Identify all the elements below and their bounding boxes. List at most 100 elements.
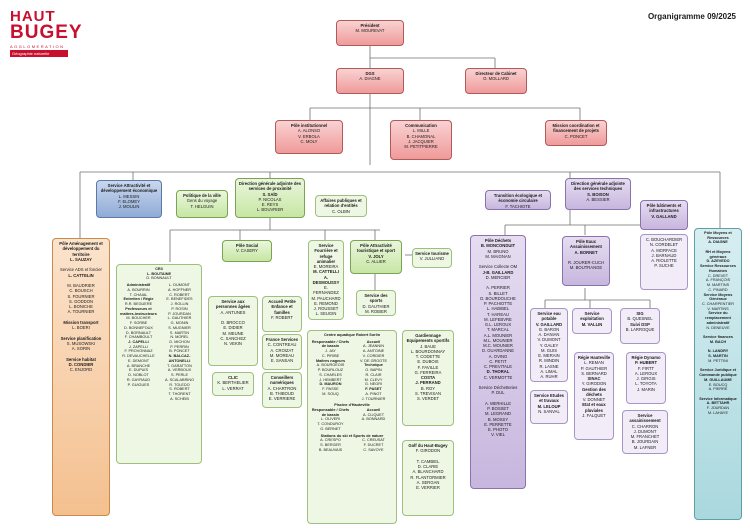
france-services-member: M. MOREAU	[269, 352, 295, 358]
rh-member: A. FRANÇOIS	[705, 278, 731, 283]
eau-potable-member: R. MINDIN	[538, 358, 560, 364]
dechetteries-member: B. MOSSY	[487, 416, 509, 422]
piscine-staff: A. BONNARD	[361, 417, 386, 422]
stations-title: Stations du ski et Sports de nature	[320, 433, 384, 438]
aqua-staff: J. JAY	[325, 349, 336, 354]
pole-dechets-box: Pôle Déchets B. MONCONDUIT M. BRUNO M. M…	[470, 235, 526, 489]
sports-member: D. GAUTHIER	[362, 303, 390, 309]
remplacement-member: N. DENEUVE	[706, 325, 730, 330]
gardiennage-member: F. FAVILLE	[417, 364, 439, 370]
cr3-staff: S. MUGNIER	[168, 325, 191, 330]
aqua-col1-title: Responsable / Chefs de bassin	[311, 339, 350, 349]
gardiennage-member: L. BOURDONNAY	[410, 348, 446, 354]
pole-social-name: V. CASERY	[236, 248, 258, 254]
juridique-member: A. PIERRE	[708, 387, 728, 392]
communication-member: J. JACQUIER	[408, 138, 434, 144]
gestion-title: Gestion des déchets	[582, 386, 606, 397]
exploitation-title: Service exploitation	[580, 311, 604, 322]
gestion-member: V. DONNET	[582, 397, 606, 402]
fourriere-member: M. CATTELLI	[313, 269, 339, 275]
personnes-agees-member: A. ANTUNES	[220, 309, 246, 315]
etudes-member: N. SANVAL	[538, 408, 560, 414]
sig-member: B. QUESNEL	[627, 316, 653, 322]
amenagement-sub2-member: L. BOERI	[72, 325, 90, 330]
communication-member: M. PETITPIERRE	[404, 144, 438, 149]
amenagement-sub3-member: A. SORIN	[71, 346, 91, 351]
cr3-staff: E. BENEFIDES	[166, 297, 193, 302]
personnes-agees-title: Service aux personnes âgées	[215, 299, 251, 310]
stations-staff: C. CREUSAT	[362, 438, 385, 443]
logo-sub2: Géographie naturelle	[10, 50, 68, 57]
collecte-member: T. MARCAL	[487, 327, 509, 333]
cr3-prof: J. CAPELLI	[128, 340, 149, 345]
eaux-pluviales-title: Etat et eaux pluviales	[582, 402, 606, 413]
pole-batiments-members: C. BOUCHARDIER N. CORDELET A. MORFACE J.…	[640, 234, 688, 290]
personnes-agees-member: D. BROCCO	[221, 320, 245, 325]
piscine-col6-title: Accueil	[366, 408, 381, 413]
dechetteries-member: E. PHOTO	[488, 427, 508, 432]
personnes-agees-box: Service aux personnes âgées A. ANTUNES D…	[208, 296, 258, 366]
france-services-title: France Services	[265, 337, 299, 342]
cr3-staff: L. GAUTHIER	[167, 316, 192, 321]
aqua-staff: A. PINOT	[365, 391, 382, 396]
pole-eau-box: Pôle Eaux Assainissement A. BORNET R. JO…	[562, 236, 610, 286]
aqua-staff: M. SOUQ	[322, 391, 339, 396]
affaires-publiques-box: Affaires publiques et relation d'entités…	[315, 195, 367, 217]
aqua-staff: A. ANTOINE	[362, 349, 385, 354]
regie-member: L. REMAN	[584, 360, 604, 366]
cr3-member: D. BONNAULT	[146, 276, 172, 281]
cabinet-box: Directeur de Cabinet O. MOLLARD	[465, 68, 527, 94]
pole-inst-title: Pôle institutionnel	[290, 123, 328, 128]
aqua-staff: G. NEGRI	[364, 382, 383, 387]
gardiennage-member: E. DUBOIS	[417, 359, 439, 365]
cr3-staff: S. PERLE	[170, 373, 189, 378]
transition-member: F. TACHIOTE	[505, 203, 531, 209]
centre-aquatique-box: Centre aquatique Robert Sorlin Responsab…	[307, 330, 397, 524]
france-services-member: A. CROIZAT	[270, 347, 294, 353]
president-box: Président M. MOUREVAT	[336, 20, 404, 46]
transition-ecologique-box: Transition écologique et économie circul…	[485, 190, 551, 210]
stations-staff: S. BERGER	[320, 443, 341, 448]
moyens-title: Pôle Moyens et Ressources	[704, 231, 732, 240]
aqua-staff: V. CORDIER	[362, 353, 385, 358]
cr3-staff: A. HOFFNER	[168, 287, 191, 292]
gardiennage-title: Gardiennage Equipements sportifs	[406, 333, 450, 344]
dga-proximite-member: L. BOUVRIER	[256, 207, 284, 213]
collecte-member: M. LEFEBVRE	[484, 316, 512, 322]
communication-name: L. MILLE	[412, 128, 430, 134]
eau-potable-member: A. LIMAL	[540, 368, 558, 374]
amenagement-name: L. SAUZAY	[70, 256, 92, 262]
cr3-staff: A. SCALABRINO	[164, 377, 195, 382]
etudes-travaux-box: Service Etudes et travaux M. LELOUP N. S…	[530, 390, 568, 424]
sinac-title: SINAC	[587, 376, 601, 381]
clic-member: K. BERTHELIER	[217, 380, 249, 386]
regie-dynamo-box: Régie Dynamo P. HUBERT F. FIRTT A. LEROU…	[626, 352, 666, 404]
cr3-prof: F. PROVONNAZ	[124, 349, 153, 354]
conseillers-box: Conseillers numériques A. CHARTRON B. TH…	[262, 372, 302, 408]
cr3-staff: P. ROSIN	[171, 306, 188, 311]
collecte-member: A.L. MOUNIER	[483, 332, 513, 338]
conseillers-member: B. THIBOUD	[270, 390, 294, 396]
dynamo-member: F. FIRTT	[637, 365, 655, 371]
dgs-title: DGS	[365, 71, 375, 76]
assainissement-member: J. DUMONT	[633, 428, 657, 434]
sinac-member: Y. GIRODON	[581, 381, 607, 387]
cr3-staff: G. MONIN	[170, 321, 189, 326]
politique-ville-box: Politique de la ville Gens du voyage T. …	[176, 190, 228, 218]
cr3-staff: N. BALCAZ-ANTONELLI	[168, 354, 191, 363]
gardiennage-member: COSTA	[420, 375, 436, 380]
cr3-prof: E. DUPUIS	[129, 368, 148, 373]
pole-institutionnel-box: Pôle institutionnel A. ALONSO V. ERBOLA …	[275, 120, 343, 154]
amenagement-sub1-name: L. CATTELIN	[68, 272, 94, 278]
pole-eau-member: M. BOUTRANGE	[569, 265, 603, 271]
assainissement-box: Service assainissement C. CHARRON J. DUM…	[622, 410, 668, 454]
amenagement-member: S. FOURNIER	[67, 293, 95, 299]
cr3-staff: A. SCHEIB	[170, 396, 189, 401]
rh-member: M. MARTINS	[706, 283, 730, 288]
conseillers-member: A. CHARTRON	[267, 385, 297, 391]
aqua-col2-title: Accueil	[366, 339, 381, 344]
eau-potable-member: E. MERAIN	[538, 353, 560, 358]
amenagement-sub1-title: Service ADS et foncier	[60, 267, 102, 273]
dechets-member: M. BRUNO	[487, 248, 509, 254]
clic-member: L. VERRAT	[222, 385, 244, 391]
